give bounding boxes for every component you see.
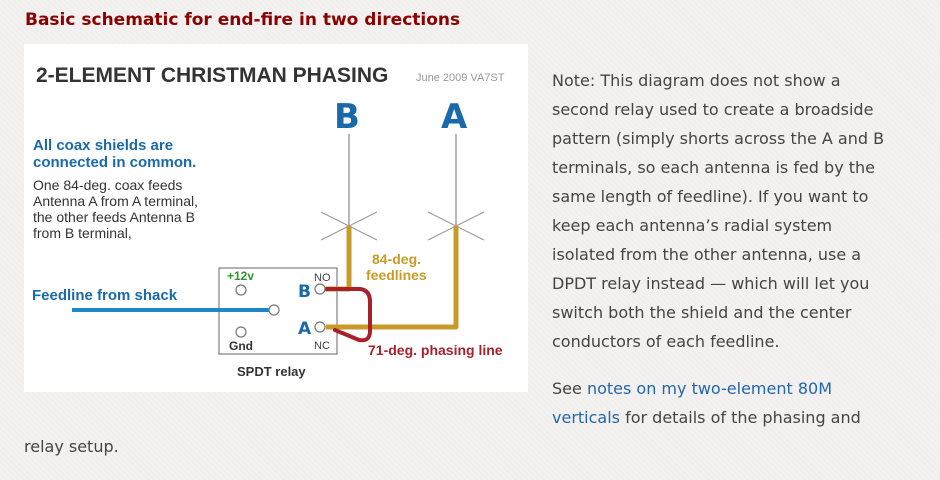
see-also-tail: relay setup. — [24, 437, 119, 456]
feedlines-label-line2: feedlines — [366, 267, 427, 283]
feedline-label: Feedline from shack — [32, 287, 178, 304]
note-line: keep each antenna’s radial system — [552, 216, 833, 235]
terminal-b — [314, 283, 326, 295]
shields-note-line2: connected in common. — [33, 154, 196, 171]
nc-label: NC — [314, 340, 330, 352]
desc-line1: One 84-deg. coax feeds — [33, 177, 182, 193]
desc-line4: from B terminal, — [33, 225, 132, 241]
note-line: Note: This diagram does not show a — [552, 71, 841, 90]
see-suffix: for details of the phasing and — [620, 408, 861, 427]
terminal-b-label: B — [298, 282, 311, 302]
note-line: switch both the shield and the center — [552, 303, 852, 322]
link-text-line1[interactable]: notes on my two-element 80M — [586, 379, 833, 398]
voltage-terminal — [235, 284, 247, 296]
diagram-title: 2-ELEMENT CHRISTMAN PHASING — [36, 64, 388, 87]
feedlines-label-line1: 84-deg. — [372, 251, 421, 267]
relay-note: Note: This diagram does not show a secon… — [552, 66, 902, 356]
antenna-a — [427, 134, 485, 241]
see-also-paragraph: See notes on my two-element 80M verticals… — [552, 374, 902, 432]
common-terminal — [268, 304, 280, 316]
shields-note-line1: All coax shields are — [33, 137, 173, 154]
christman-phasing-diagram: 2-ELEMENT CHRISTMAN PHASING June 2009 VA… — [24, 44, 528, 392]
diagram-credit: June 2009 VA7ST — [416, 72, 505, 84]
note-line: conductors of each feedline. — [552, 332, 780, 351]
phasing-line — [324, 287, 372, 343]
antenna-b-label: B — [334, 97, 360, 137]
phasing-label: 71-deg. phasing line — [368, 342, 503, 358]
note-line: same length of feedline). If you want to — [552, 187, 869, 206]
link-text-line2[interactable]: verticals — [552, 408, 620, 427]
see-prefix: See — [552, 379, 587, 398]
section-heading: Basic schematic for end-fire in two dire… — [25, 10, 461, 30]
verticals-notes-link[interactable]: notes on my two-element 80M verticals — [552, 379, 832, 427]
voltage-label: +12v — [227, 269, 254, 283]
note-line: DPDT relay instead — which will let you — [552, 274, 870, 293]
antenna-a-label: A — [441, 97, 468, 137]
desc-line2: Antenna A from A terminal, — [33, 193, 198, 209]
terminal-a — [314, 321, 326, 333]
antenna-b — [320, 134, 378, 241]
no-label: NO — [314, 272, 331, 284]
gnd-label: Gnd — [229, 339, 253, 353]
note-line: pattern (simply shorts across the A and … — [552, 129, 885, 148]
relay-label: SPDT relay — [237, 364, 306, 379]
note-line: isolated from the other antenna, use a — [552, 245, 862, 264]
gnd-terminal — [235, 326, 247, 338]
desc-line3: the other feeds Antenna B — [33, 209, 195, 225]
terminal-a-label: A — [298, 319, 312, 339]
note-line: terminals, so each antenna is fed by the — [552, 158, 876, 177]
note-line: second relay used to create a broadside — [552, 100, 874, 119]
